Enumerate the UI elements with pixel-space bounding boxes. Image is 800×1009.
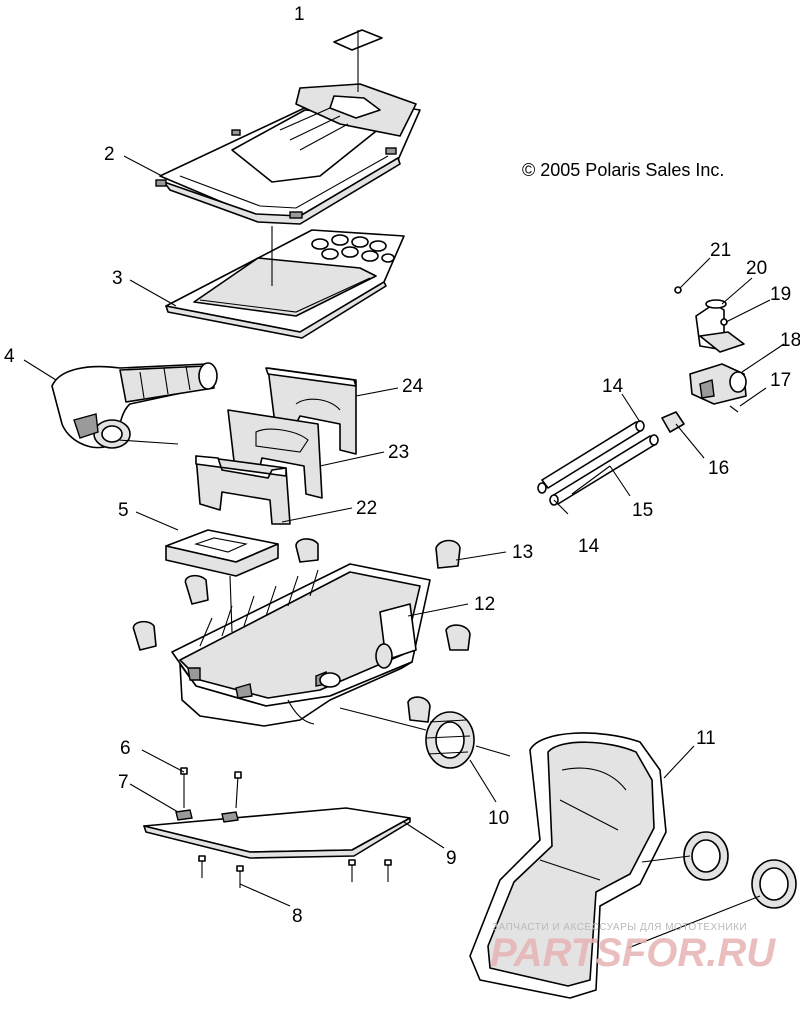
callout-13: 13 [512, 542, 533, 563]
callout-19: 19 [770, 284, 791, 305]
callout-1: 1 [294, 4, 305, 25]
callout-10: 10 [488, 808, 509, 829]
part-airbox-base [171, 563, 431, 727]
callout-24: 24 [402, 376, 424, 397]
callout-2: 2 [104, 144, 115, 165]
callout-21: 21 [710, 240, 731, 261]
part-sensor-assembly [661, 286, 747, 433]
part-bottom-plate [143, 807, 411, 859]
callout-11: 11 [696, 728, 716, 749]
callout-7: 7 [118, 772, 129, 793]
part-baffle-22 [195, 455, 291, 525]
part-6-studs [180, 767, 242, 809]
part-filter-element [165, 529, 279, 577]
callout-8: 8 [292, 906, 303, 927]
callout-18: 18 [780, 330, 800, 351]
part-outlet-rings [683, 831, 797, 909]
part-7-clips [175, 809, 239, 823]
plate-holes [311, 234, 395, 263]
part-clips [132, 538, 471, 723]
part-coupler [425, 711, 475, 769]
callout-labels: 1 2 3 4 5 6 7 8 9 10 11 12 13 14 14 15 1… [4, 4, 800, 927]
callout-20: 20 [746, 258, 767, 279]
callout-5: 5 [118, 500, 129, 521]
callout-4: 4 [4, 346, 15, 367]
watermark: ЗАПЧАСТИ И АКСЕССУАРЫ ДЛЯ МОТОТЕХНИКИ PA… [490, 922, 776, 975]
callout-23: 23 [388, 442, 409, 463]
part-filter-plate [165, 229, 405, 339]
leader-lines [23, 30, 785, 949]
callout-9: 9 [446, 848, 457, 869]
part-8-screws [198, 855, 392, 888]
callout-14-top: 14 [602, 376, 624, 397]
part-inlet-duct [51, 362, 218, 449]
part-airbox-cover [155, 83, 421, 225]
callout-14-bottom: 14 [578, 536, 600, 557]
callout-16: 16 [708, 458, 729, 479]
callout-6: 6 [120, 738, 131, 759]
part-hoses [537, 420, 659, 506]
callout-15: 15 [632, 500, 653, 521]
callout-12: 12 [474, 594, 495, 615]
watermark-caption: ЗАПЧАСТИ И АКСЕССУАРЫ ДЛЯ МОТОТЕХНИКИ [492, 922, 747, 933]
callout-22: 22 [356, 498, 377, 519]
copyright-text: © 2005 Polaris Sales Inc. [522, 160, 724, 180]
callout-3: 3 [112, 268, 123, 289]
part-outlet-duct [469, 732, 667, 999]
watermark-brand: PARTSFOR.RU [490, 931, 776, 975]
callout-17: 17 [770, 370, 791, 391]
